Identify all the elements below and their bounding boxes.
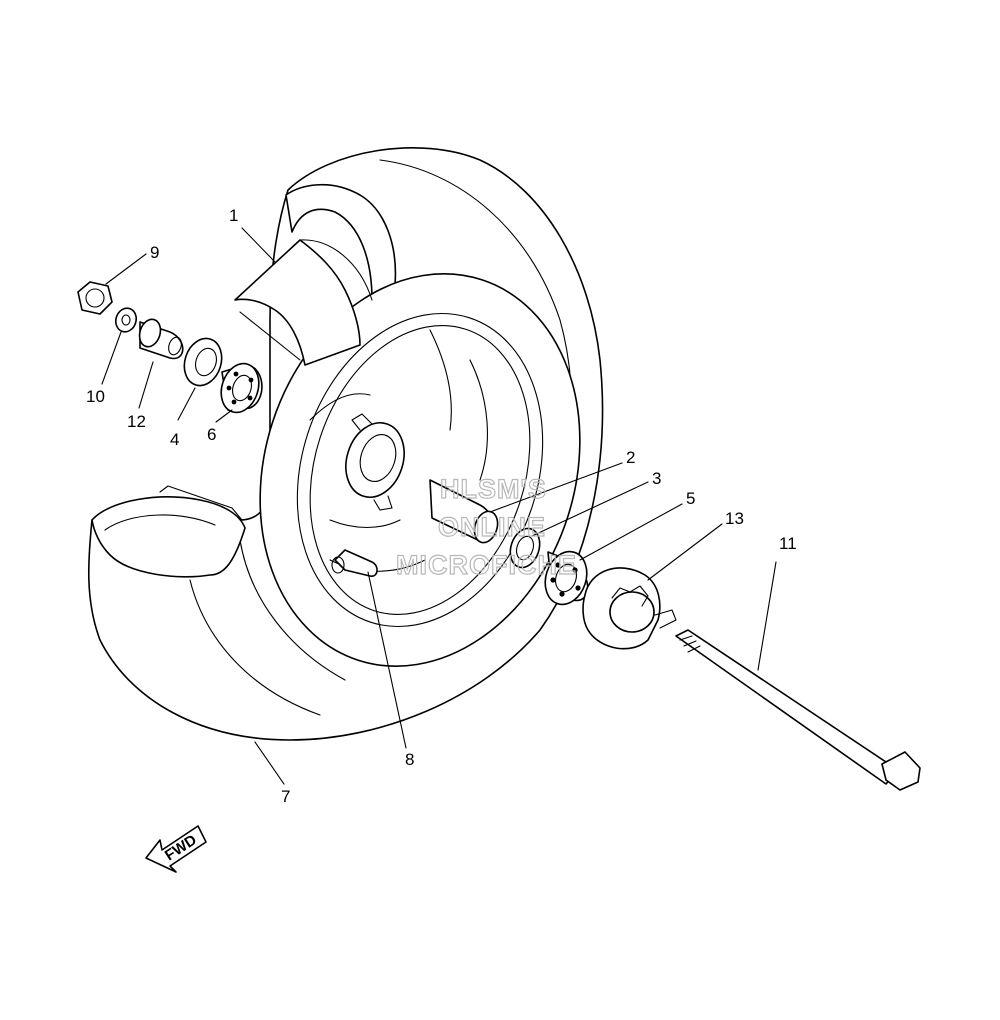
bearing-right [544,550,589,606]
bearing-left-inner [220,362,263,414]
valve [331,549,378,577]
callout-10: 10 [86,387,105,406]
callout-1: 1 [229,206,238,225]
callout-11: 11 [779,534,797,553]
watermark-line-3: MICROFICHE [396,550,577,580]
axle-nut [77,281,113,315]
wheel-rim [259,273,581,667]
callout-5: 5 [686,489,695,508]
callout-6: 6 [207,425,216,444]
callout-4: 4 [170,430,179,449]
watermark-line-1: HLSM'S [440,474,547,504]
oil-seal [509,527,541,569]
washer [114,307,138,333]
callout-8: 8 [405,750,414,769]
callout-13: 13 [725,509,744,528]
inner-tube [234,239,373,366]
callout-9: 9 [150,243,159,262]
callout-2: 2 [626,448,635,467]
fwd-arrow: FWD [145,825,207,873]
bearing-left-outer [183,337,223,387]
callout-12: 12 [127,412,146,431]
meter-gear-unit [582,567,677,650]
collar-left [138,318,184,360]
callout-7: 7 [281,787,290,806]
watermark-line-2: ONLINE [438,512,546,542]
callout-3: 3 [652,469,661,488]
watermark: HLSM'S ONLINE MICROFICHE [395,473,577,580]
axle [675,629,921,791]
leader-lines [101,227,777,785]
